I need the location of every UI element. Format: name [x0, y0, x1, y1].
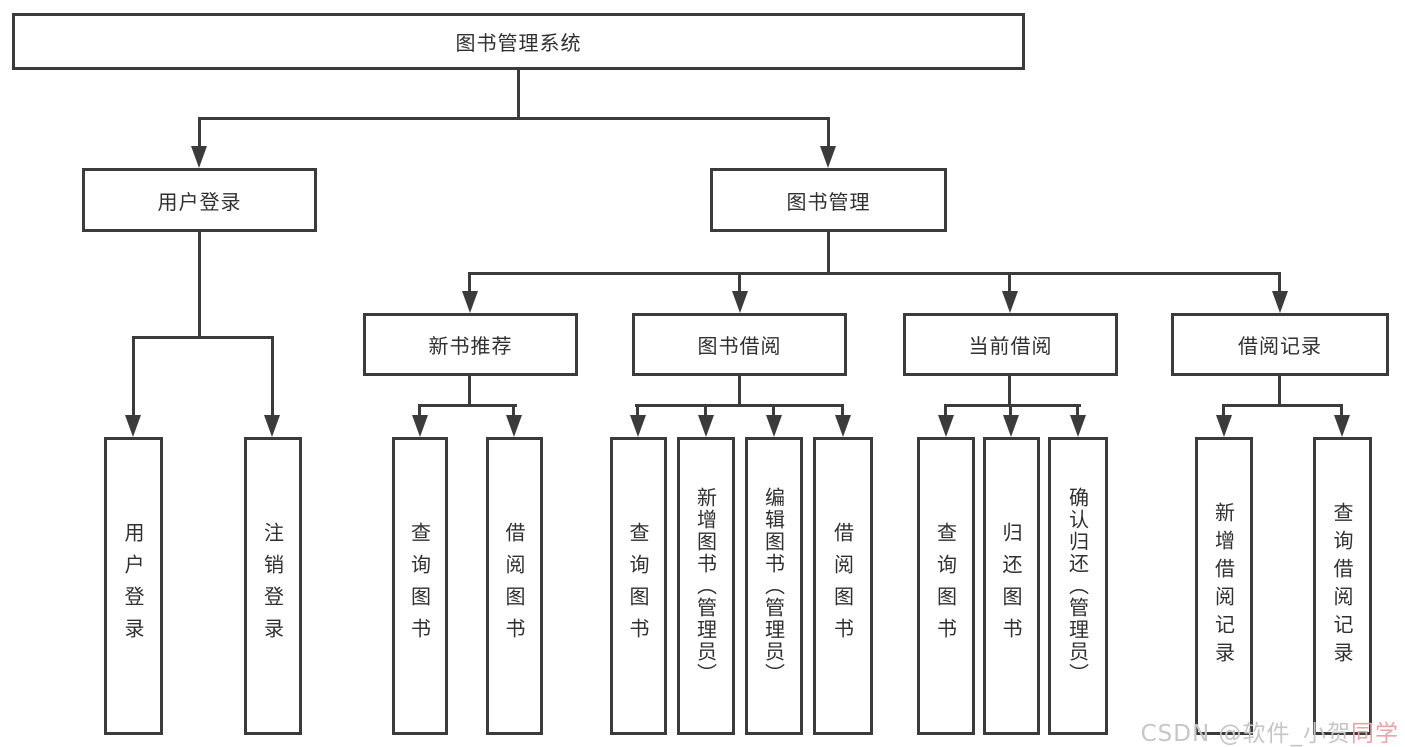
- node-label: 查询图书: [933, 522, 958, 650]
- node-label: 归还图书: [999, 522, 1023, 650]
- arrow-down-icon: [820, 146, 836, 168]
- connector-line: [772, 404, 775, 416]
- watermark-text-accent: 同学: [1351, 721, 1399, 747]
- connector-line: [827, 232, 830, 275]
- leaf-borrow-books-recommend: 借阅图书: [486, 437, 543, 735]
- node-label: 图书管理: [786, 189, 871, 214]
- connector-line: [468, 272, 471, 293]
- arrow-down-icon: [766, 415, 782, 437]
- connector-line: [841, 404, 844, 416]
- connector-line: [944, 404, 1081, 407]
- node-label: 图书管理系统: [455, 31, 582, 55]
- connector-line: [468, 272, 1281, 275]
- csdn-watermark: CSDN @软件_小贺同学: [1141, 714, 1399, 747]
- node-label: 查询图书: [626, 522, 650, 650]
- node-label: 注销登录: [260, 522, 285, 650]
- connector-line: [198, 232, 201, 339]
- connector-line: [635, 404, 844, 407]
- node-label: 用户登录: [157, 189, 242, 214]
- node-borrowing-records: 借阅记录: [1171, 313, 1389, 376]
- arrow-down-icon: [835, 415, 851, 437]
- arrow-down-icon: [732, 291, 748, 313]
- connector-line: [1222, 404, 1343, 407]
- arrow-down-icon: [698, 415, 714, 437]
- node-label: 图书借阅: [697, 334, 782, 358]
- node-user-login: 用户登录: [82, 168, 317, 232]
- arrow-down-icon: [125, 415, 141, 437]
- leaf-query-books-recommend: 查询图书: [392, 437, 448, 735]
- arrow-down-icon: [1002, 291, 1018, 313]
- connector-line: [271, 336, 274, 417]
- node-book-borrowing: 图书借阅: [632, 313, 847, 376]
- node-current-borrowing: 当前借阅: [903, 313, 1118, 376]
- connector-line: [1340, 404, 1343, 416]
- leaf-user-login: 用户登录: [104, 437, 163, 735]
- node-book-management: 图书管理: [710, 168, 947, 232]
- connector-line: [418, 404, 517, 407]
- connector-line: [132, 336, 135, 417]
- node-label: 新增图书（管理员）: [693, 487, 718, 685]
- node-new-book-recommend: 新书推荐: [363, 313, 578, 376]
- arrow-down-icon: [630, 415, 646, 437]
- leaf-logout: 注销登录: [244, 437, 302, 735]
- connector-line: [1008, 272, 1011, 293]
- connector-line: [738, 376, 741, 407]
- connector-line: [1008, 376, 1011, 407]
- connector-line: [132, 336, 274, 339]
- watermark-text: CSDN @软件_小贺: [1140, 721, 1351, 747]
- arrow-down-icon: [264, 415, 280, 437]
- connector-line: [944, 404, 947, 416]
- connector-line: [1076, 404, 1079, 416]
- connector-line: [827, 117, 830, 148]
- connector-line: [738, 272, 741, 293]
- leaf-query-books-current: 查询图书: [917, 437, 975, 735]
- node-label: 查询借阅记录: [1330, 502, 1354, 670]
- arrow-down-icon: [1070, 415, 1086, 437]
- node-label: 查询图书: [407, 522, 432, 650]
- arrow-down-icon: [412, 415, 428, 437]
- node-label: 借阅图书: [502, 522, 526, 650]
- arrow-down-icon: [1272, 291, 1288, 313]
- connector-line: [198, 117, 830, 120]
- leaf-edit-books-admin: 编辑图书（管理员）: [745, 437, 803, 735]
- leaf-return-books: 归还图书: [983, 437, 1040, 735]
- arrow-down-icon: [1003, 415, 1019, 437]
- leaf-query-borrow-record: 查询借阅记录: [1313, 437, 1372, 735]
- node-label: 借阅记录: [1238, 334, 1322, 358]
- node-label: 当前借阅: [968, 334, 1053, 358]
- leaf-query-books-borrowing: 查询图书: [610, 437, 667, 735]
- connector-line: [198, 117, 201, 148]
- node-label: 新书推荐: [428, 334, 513, 358]
- arrow-down-icon: [1334, 415, 1350, 437]
- connector-line: [1278, 272, 1281, 293]
- arrow-down-icon: [191, 146, 207, 168]
- node-label: 用户登录: [121, 522, 145, 650]
- leaf-confirm-return-admin: 确认归还（管理员）: [1048, 437, 1108, 735]
- connector-line: [517, 70, 520, 120]
- connector-line: [1278, 376, 1281, 407]
- connector-line: [1222, 404, 1225, 416]
- connector-line: [704, 404, 707, 416]
- arrow-down-icon: [462, 291, 478, 313]
- arrow-down-icon: [506, 415, 522, 437]
- node-root-library-system: 图书管理系统: [12, 13, 1025, 70]
- connector-line: [512, 404, 515, 416]
- connector-line: [1009, 404, 1012, 416]
- arrow-down-icon: [938, 415, 954, 437]
- connector-line: [636, 404, 639, 416]
- node-label: 确认归还（管理员）: [1065, 487, 1090, 685]
- node-label: 新增借阅记录: [1211, 502, 1236, 670]
- connector-line: [418, 404, 421, 416]
- leaf-borrow-books-borrowing: 借阅图书: [813, 437, 873, 735]
- connector-line: [468, 376, 471, 407]
- leaf-add-books-admin: 新增图书（管理员）: [677, 437, 735, 735]
- arrow-down-icon: [1216, 415, 1232, 437]
- leaf-add-borrow-record: 新增借阅记录: [1195, 437, 1253, 735]
- node-label: 借阅图书: [830, 522, 855, 650]
- node-label: 编辑图书（管理员）: [761, 487, 786, 685]
